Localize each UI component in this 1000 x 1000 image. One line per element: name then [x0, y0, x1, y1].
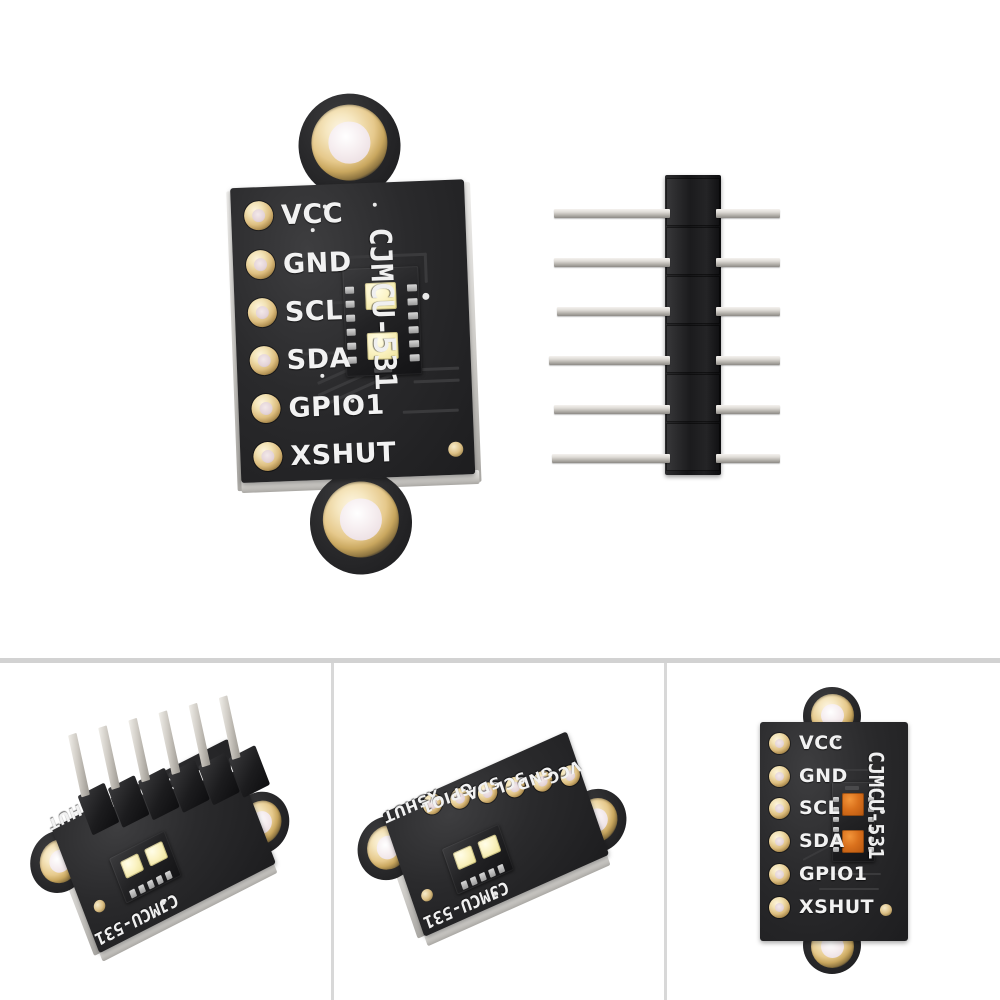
- thumb3-board: VCC GND SCL SDA GPIO1 XSHUT CJMCU-531: [667, 663, 1000, 1000]
- silk-label-vcc: VCC: [280, 197, 344, 232]
- pcb-trace: [819, 888, 879, 890]
- silk-label-scl: SCL: [284, 295, 344, 329]
- header-body-segment: [666, 178, 720, 226]
- silk-dot: [836, 737, 840, 741]
- header-body-segment: [666, 325, 720, 373]
- sensor-lead: [868, 817, 874, 822]
- pad-scl: [769, 798, 790, 819]
- sensor-lead: [408, 326, 419, 334]
- sensor-emitter-aperture: [842, 793, 864, 816]
- sensor-lead: [868, 837, 874, 842]
- silk-label-scl: SCL: [799, 797, 841, 819]
- header-pin: [716, 454, 780, 463]
- header-pin: [552, 454, 670, 463]
- sensor-lead: [346, 314, 356, 322]
- sensor-lead: [344, 286, 355, 294]
- pad-sda: [769, 831, 790, 852]
- header-pin: [716, 307, 780, 316]
- header-pin: [68, 732, 90, 798]
- silk-label-vcc: VCC: [799, 732, 844, 754]
- pad-gnd: [769, 766, 790, 787]
- sensor-lead: [407, 312, 419, 320]
- silk-label-xshut: XSHUT: [289, 437, 397, 473]
- header-pin: [557, 307, 670, 316]
- header-pin: [716, 356, 780, 365]
- header-pin: [554, 258, 670, 267]
- sensor-lead: [833, 807, 839, 812]
- sensor-lead: [833, 847, 839, 852]
- header-pin: [716, 405, 780, 414]
- hero-board: VCC GND SCL SDA GPIO1 XSHUT CJMCU-531: [0, 0, 571, 634]
- silk-label-sda: SDA: [799, 830, 845, 852]
- header-pin: [554, 405, 670, 414]
- silk-label-xshut: XSHUT: [799, 896, 875, 918]
- header-pin: [716, 209, 780, 218]
- panel-thumb-front-upright[interactable]: VCC GND SCL SDA GPIO1 XSHUT CJMCU-531: [667, 663, 1000, 1000]
- sensor-top-marking: [845, 786, 859, 790]
- panel-divider-vertical-1: [331, 663, 334, 1000]
- sensor-lead: [833, 797, 839, 802]
- panel-thumb-angled-soldered[interactable]: XSHUT GPIO1 SDA SCL GND VCC CJMCU-531: [0, 663, 331, 1000]
- header-pin: [128, 717, 151, 783]
- header-pin: [549, 356, 670, 365]
- sensor-lead: [345, 300, 355, 308]
- panel-thumb-angled-bare[interactable]: XSHUT GPIO1 SDA SCL GND VCC CJMCU-531: [334, 663, 664, 1000]
- silk-label-sda: SDA: [286, 342, 352, 377]
- sensor-lead: [833, 827, 839, 832]
- sensor-lead: [406, 284, 418, 292]
- silk-label-gnd: GND: [282, 246, 353, 281]
- pcb-trace: [878, 769, 880, 791]
- panel-divider-vertical-2: [664, 663, 667, 1000]
- header-body-segment: [666, 423, 720, 471]
- sensor-lead: [868, 807, 874, 812]
- fiducial-dot: [880, 809, 885, 814]
- corner-via: [880, 904, 892, 916]
- header-pin: [554, 209, 670, 218]
- sensor-receiver-aperture: [842, 830, 864, 853]
- silk-label-gnd: GND: [799, 765, 848, 787]
- panel-hero: VCC GND SCL SDA GPIO1 XSHUT CJMCU-531: [0, 0, 1000, 660]
- silk-label-gpio1: GPIO1: [287, 389, 386, 425]
- panel-divider-horizontal: [0, 658, 1000, 663]
- silk-label-gpio1: GPIO1: [799, 863, 868, 885]
- sensor-lead: [346, 328, 356, 336]
- sensor-lead: [833, 837, 839, 842]
- silk-part-number: CJMCU-531: [361, 226, 403, 391]
- header-pin: [98, 725, 121, 790]
- sensor-lead: [409, 340, 420, 348]
- sensor-lead: [409, 354, 420, 362]
- silk-part-number: CJMCU-531: [864, 751, 888, 860]
- pad-xshut: [769, 897, 790, 918]
- sensor-lead: [868, 847, 874, 852]
- hero-pin-header: [540, 150, 840, 500]
- header-body-segment: [666, 374, 720, 422]
- thumb1-board: XSHUT GPIO1 SDA SCL GND VCC CJMCU-531: [0, 663, 331, 1000]
- sensor-lead: [868, 797, 874, 802]
- sensor-lead: [868, 827, 874, 832]
- header-pin: [158, 710, 181, 775]
- sensor-lead: [833, 817, 839, 822]
- pcb-trace: [827, 873, 881, 875]
- header-body-segment: [666, 227, 720, 275]
- header-body-segment: [666, 276, 720, 324]
- thumb2-board: XSHUT GPIO1 SDA SCL GND VCC CJMCU-531: [334, 663, 664, 1000]
- sensor-lead: [407, 298, 418, 306]
- header-pin: [716, 258, 780, 267]
- pad-vcc: [769, 733, 790, 754]
- pad-gpio1: [769, 864, 790, 885]
- pcb-trace: [802, 769, 880, 771]
